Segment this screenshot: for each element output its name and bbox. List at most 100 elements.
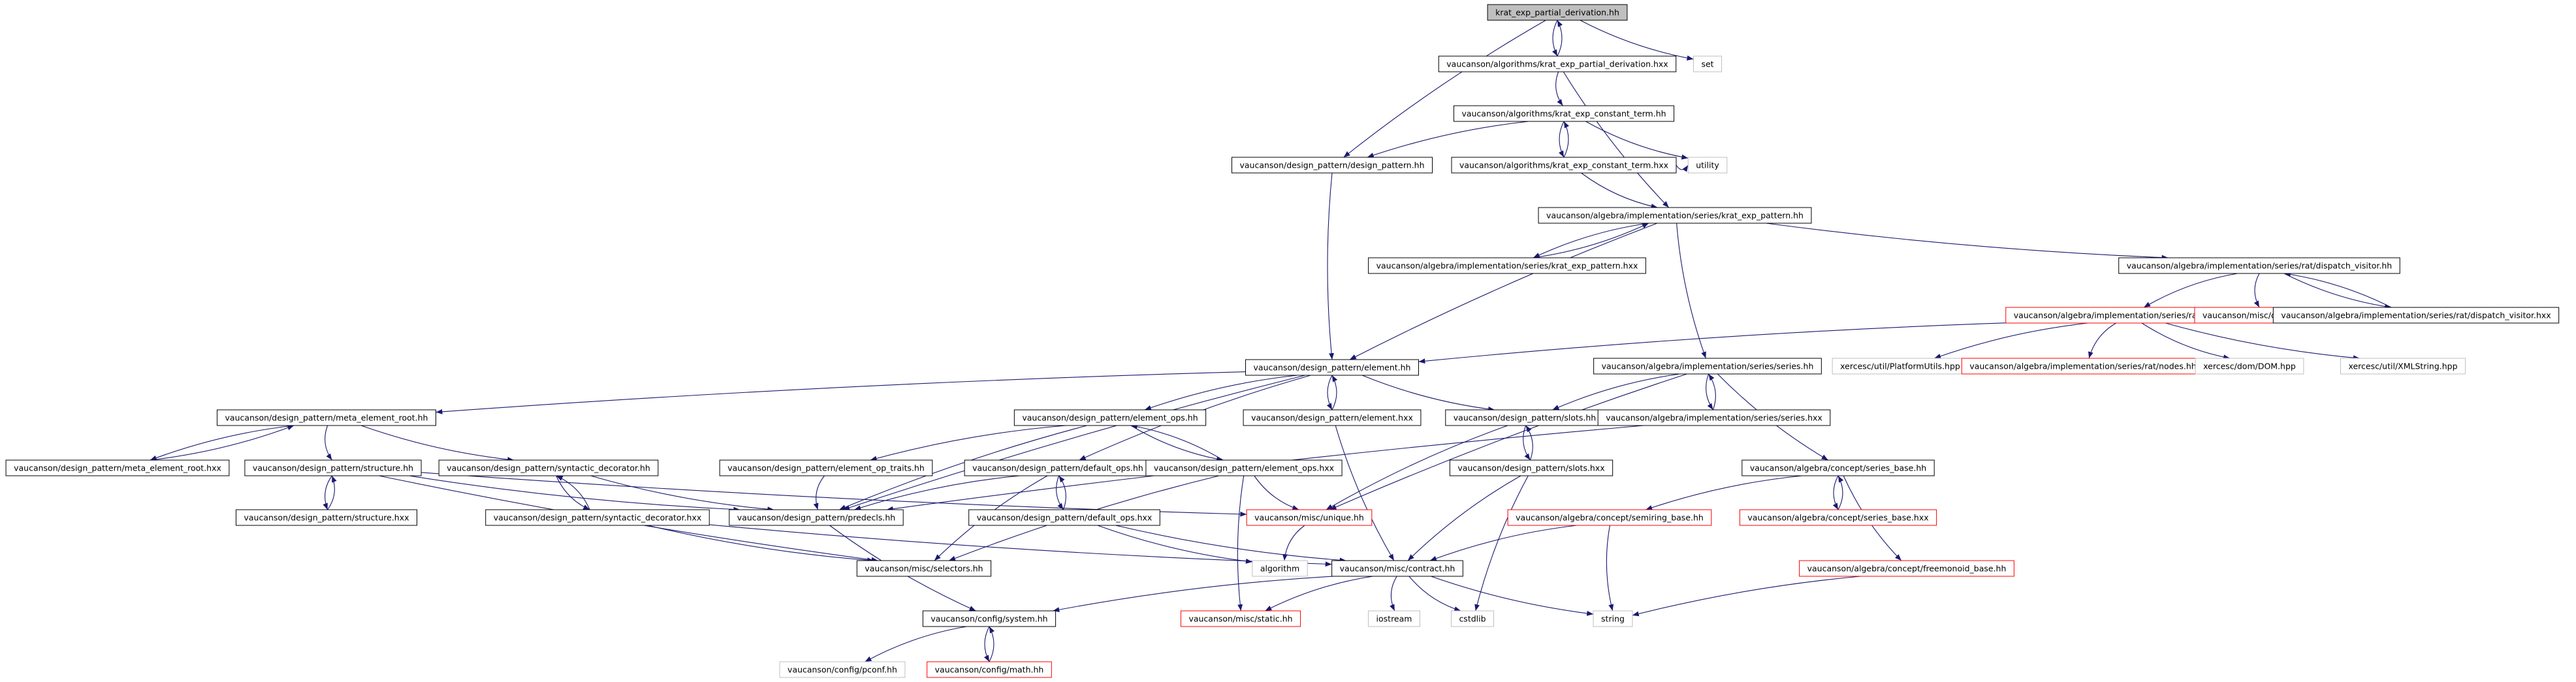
file-node[interactable]: vaucanson/design_pattern/meta_element_ro… bbox=[217, 409, 436, 426]
file-node[interactable]: vaucanson/misc/contract.hh bbox=[1331, 560, 1463, 577]
file-node-box[interactable] bbox=[1741, 459, 1935, 476]
file-node-box[interactable] bbox=[1693, 55, 1723, 72]
file-node-box[interactable] bbox=[1450, 610, 1495, 627]
file-node-box[interactable] bbox=[1687, 157, 1728, 174]
file-node[interactable]: vaucanson/design_pattern/syntactic_decor… bbox=[438, 459, 659, 476]
file-node-box[interactable] bbox=[2195, 358, 2304, 375]
file-node-box[interactable] bbox=[1487, 4, 1628, 21]
file-node-box[interactable] bbox=[2272, 307, 2560, 324]
file-node-box[interactable] bbox=[1245, 359, 1419, 376]
file-node-box[interactable] bbox=[1180, 610, 1301, 627]
file-node[interactable]: vaucanson/design_pattern/default_ops.hh bbox=[964, 459, 1152, 476]
file-node[interactable]: iostream bbox=[1368, 610, 1420, 627]
file-node[interactable]: vaucanson/config/math.hh bbox=[927, 661, 1052, 678]
file-node[interactable]: vaucanson/design_pattern/predecls.hh bbox=[729, 509, 904, 526]
file-node-box[interactable] bbox=[1145, 459, 1343, 476]
file-node-label: vaucanson/design_pattern/design_pattern.… bbox=[1239, 161, 1424, 170]
file-node-box[interactable] bbox=[1961, 358, 2205, 375]
file-node[interactable]: vaucanson/design_pattern/syntactic_decor… bbox=[485, 509, 710, 526]
file-node[interactable]: xercesc/util/PlatformUtils.hpp bbox=[1832, 358, 1969, 375]
file-node-box[interactable] bbox=[1331, 560, 1463, 577]
file-node-box[interactable] bbox=[1013, 409, 1207, 426]
file-node[interactable]: vaucanson/algebra/concept/freemonoid_bas… bbox=[1799, 560, 2014, 577]
file-node[interactable]: string bbox=[1593, 610, 1633, 627]
file-node-box[interactable] bbox=[1453, 105, 1675, 122]
file-node[interactable]: vaucanson/design_pattern/default_ops.hxx bbox=[968, 509, 1160, 526]
file-node-box[interactable] bbox=[217, 409, 436, 426]
file-node-box[interactable] bbox=[1252, 560, 1308, 577]
file-node-box[interactable] bbox=[779, 661, 906, 678]
file-node[interactable]: vaucanson/algebra/implementation/series/… bbox=[1961, 358, 2205, 375]
file-node[interactable]: vaucanson/design_pattern/slots.hh bbox=[1445, 409, 1604, 426]
file-node-box[interactable] bbox=[922, 610, 1057, 627]
file-node-box[interactable] bbox=[856, 560, 992, 577]
file-node[interactable]: vaucanson/algorithms/krat_exp_partial_de… bbox=[1438, 55, 1677, 72]
file-node-box[interactable] bbox=[1799, 560, 2014, 577]
file-node[interactable]: vaucanson/algebra/implementation/series/… bbox=[1368, 257, 1646, 274]
file-node[interactable]: vaucanson/design_pattern/meta_element_ro… bbox=[5, 459, 230, 476]
file-node-box[interactable] bbox=[485, 509, 710, 526]
file-node-box[interactable] bbox=[2340, 358, 2466, 375]
file-node-box[interactable] bbox=[438, 459, 659, 476]
file-node-box[interactable] bbox=[1445, 409, 1604, 426]
file-node-box[interactable] bbox=[1368, 257, 1646, 274]
file-node-box[interactable] bbox=[5, 459, 230, 476]
file-node[interactable]: vaucanson/algebra/concept/series_base.hx… bbox=[1739, 509, 1937, 526]
file-node-box[interactable] bbox=[1243, 409, 1422, 426]
file-node[interactable]: vaucanson/design_pattern/element.hxx bbox=[1243, 409, 1422, 426]
file-node[interactable]: vaucanson/misc/static.hh bbox=[1180, 610, 1301, 627]
file-node[interactable]: vaucanson/misc/selectors.hh bbox=[856, 560, 992, 577]
file-node[interactable]: vaucanson/design_pattern/design_pattern.… bbox=[1231, 157, 1433, 174]
file-node[interactable]: vaucanson/algebra/implementation/series/… bbox=[2272, 307, 2560, 324]
dependency-edge bbox=[1552, 373, 1680, 411]
file-node[interactable]: vaucanson/design_pattern/element_op_trai… bbox=[719, 459, 933, 476]
file-node[interactable]: set bbox=[1693, 55, 1723, 72]
file-node[interactable]: vaucanson/design_pattern/structure.hxx bbox=[235, 509, 418, 526]
file-node-box[interactable] bbox=[1231, 157, 1433, 174]
file-node[interactable]: vaucanson/algebra/implementation/series/… bbox=[1597, 409, 1831, 426]
file-node-box[interactable] bbox=[1451, 157, 1677, 174]
file-node[interactable]: utility bbox=[1687, 157, 1728, 174]
file-node-box[interactable] bbox=[244, 459, 422, 476]
file-node-box[interactable] bbox=[2118, 257, 2400, 274]
file-node[interactable]: vaucanson/algebra/implementation/series/… bbox=[1538, 207, 1812, 224]
file-node-box[interactable] bbox=[1739, 509, 1937, 526]
file-node-box[interactable] bbox=[235, 509, 418, 526]
file-node[interactable]: vaucanson/algorithms/krat_exp_constant_t… bbox=[1453, 105, 1675, 122]
file-node-box[interactable] bbox=[719, 459, 933, 476]
file-node[interactable]: vaucanson/algebra/concept/semiring_base.… bbox=[1507, 509, 1712, 526]
file-node[interactable]: vaucanson/algebra/concept/series_base.hh bbox=[1741, 459, 1935, 476]
file-node-box[interactable] bbox=[1593, 358, 1822, 375]
file-node[interactable]: algorithm bbox=[1252, 560, 1308, 577]
file-node[interactable]: vaucanson/config/pconf.hh bbox=[779, 661, 906, 678]
file-node-box[interactable] bbox=[1507, 509, 1712, 526]
file-node-box[interactable] bbox=[729, 509, 904, 526]
file-node[interactable]: xercesc/util/XMLString.hpp bbox=[2340, 358, 2466, 375]
file-node[interactable]: vaucanson/design_pattern/element_ops.hxx bbox=[1145, 459, 1343, 476]
file-node-label: xercesc/util/XMLString.hpp bbox=[2348, 362, 2457, 371]
file-node[interactable]: vaucanson/misc/unique.hh bbox=[1246, 509, 1373, 526]
file-node-box[interactable] bbox=[964, 459, 1152, 476]
file-node-box[interactable] bbox=[1538, 207, 1812, 224]
file-node[interactable]: xercesc/dom/DOM.hpp bbox=[2195, 358, 2304, 375]
file-node-box[interactable] bbox=[1832, 358, 1969, 375]
dependency-edge bbox=[1429, 525, 1578, 561]
file-node[interactable]: vaucanson/config/system.hh bbox=[922, 610, 1057, 627]
file-node[interactable]: cstdlib bbox=[1450, 610, 1495, 627]
file-node[interactable]: vaucanson/algebra/implementation/series/… bbox=[2118, 257, 2400, 274]
file-node-box[interactable] bbox=[1597, 409, 1831, 426]
file-node-box[interactable] bbox=[1246, 509, 1373, 526]
file-node-box[interactable] bbox=[1449, 459, 1614, 476]
file-node[interactable]: krat_exp_partial_derivation.hh bbox=[1487, 4, 1628, 21]
file-node-box[interactable] bbox=[1593, 610, 1633, 627]
file-node-box[interactable] bbox=[927, 661, 1052, 678]
file-node[interactable]: vaucanson/algebra/implementation/series/… bbox=[1593, 358, 1822, 375]
file-node[interactable]: vaucanson/design_pattern/structure.hh bbox=[244, 459, 422, 476]
file-node[interactable]: vaucanson/design_pattern/element.hh bbox=[1245, 359, 1419, 376]
file-node-box[interactable] bbox=[968, 509, 1160, 526]
file-node[interactable]: vaucanson/design_pattern/element_ops.hh bbox=[1013, 409, 1207, 426]
file-node-box[interactable] bbox=[1438, 55, 1677, 72]
file-node[interactable]: vaucanson/algorithms/krat_exp_constant_t… bbox=[1451, 157, 1677, 174]
file-node[interactable]: vaucanson/design_pattern/slots.hxx bbox=[1449, 459, 1614, 476]
file-node-box[interactable] bbox=[1368, 610, 1420, 627]
